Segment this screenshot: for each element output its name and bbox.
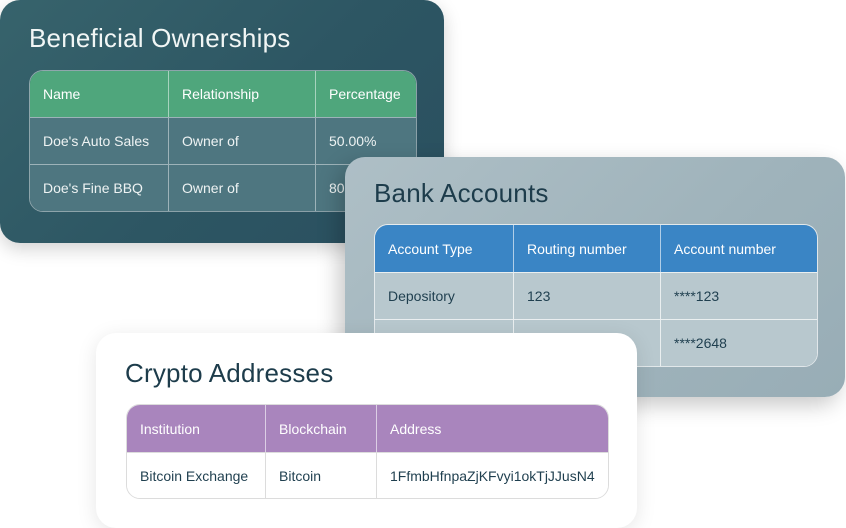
table-row: Doe's Auto Sales Owner of 50.00% xyxy=(30,117,416,164)
column-header-account-type: Account Type xyxy=(375,225,514,272)
column-header-institution: Institution xyxy=(127,405,266,452)
table-header-row: Institution Blockchain Address xyxy=(127,405,608,452)
table-cell: ****123 xyxy=(661,272,817,319)
column-header-relationship: Relationship xyxy=(169,71,316,117)
crypto-addresses-title: Crypto Addresses xyxy=(125,358,334,388)
table-cell: Doe's Auto Sales xyxy=(30,117,169,164)
table-cell: ****2648 xyxy=(661,319,817,366)
table-cell: Owner of xyxy=(169,164,316,211)
bank-accounts-title: Bank Accounts xyxy=(374,178,549,208)
crypto-addresses-table: Institution Blockchain Address Bitcoin E… xyxy=(126,404,609,499)
table-header-row: Account Type Routing number Account numb… xyxy=(375,225,817,272)
beneficial-ownerships-card: Beneficial Ownerships Name Relationship … xyxy=(0,0,444,243)
table-row: Depository 123 ****123 xyxy=(375,272,817,319)
table-cell: 50.00% xyxy=(316,117,416,164)
crypto-addresses-card: Crypto Addresses Institution Blockchain … xyxy=(96,333,637,528)
column-header-percentage: Percentage xyxy=(316,71,416,117)
column-header-blockchain: Blockchain xyxy=(266,405,377,452)
table-cell: Owner of xyxy=(169,117,316,164)
table-cell: 1FfmbHfnpaZjKFvyi1okTjJJusN4 xyxy=(377,452,608,498)
column-header-account-number: Account number xyxy=(661,225,817,272)
table-cell: Bitcoin Exchange xyxy=(127,452,266,498)
beneficial-ownerships-table: Name Relationship Percentage Doe's Auto … xyxy=(29,70,417,212)
table-header-row: Name Relationship Percentage xyxy=(30,71,416,117)
beneficial-ownerships-title: Beneficial Ownerships xyxy=(29,23,291,53)
column-header-address: Address xyxy=(377,405,608,452)
table-cell: Bitcoin xyxy=(266,452,377,498)
table-row: Bitcoin Exchange Bitcoin 1FfmbHfnpaZjKFv… xyxy=(127,452,608,498)
column-header-name: Name xyxy=(30,71,169,117)
table-cell: 123 xyxy=(514,272,661,319)
column-header-routing-number: Routing number xyxy=(514,225,661,272)
table-cell: Doe's Fine BBQ xyxy=(30,164,169,211)
table-cell: Depository xyxy=(375,272,514,319)
